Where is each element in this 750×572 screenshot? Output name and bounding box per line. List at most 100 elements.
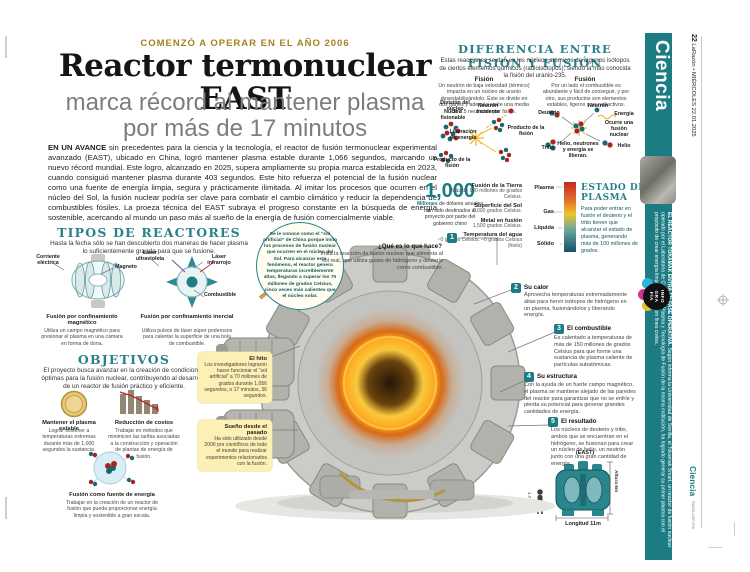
callout-5-title: El resultado	[561, 418, 597, 425]
edition-date: 22 LaRazón • MIÉRCOLES 22.01.2025	[690, 34, 697, 204]
callout-3-badge: 3	[554, 324, 564, 334]
callout-2-text: Aprovecha temperaturas extremadamente al…	[524, 292, 628, 319]
scale-row: Fusión de la Tierra Más de 100 millones …	[436, 183, 522, 201]
label-combustible: Combustible	[203, 292, 237, 298]
hito-title: El hito	[249, 356, 267, 362]
fusion-title: Fusión	[574, 76, 596, 83]
callout-1-title: ¿Qué es lo que hace?	[378, 243, 442, 250]
east-cross-section	[555, 461, 611, 516]
callout-2-title: Su calor	[524, 284, 549, 291]
scale-row: Temperatura del agua ~0 grados Celsius. …	[436, 232, 522, 250]
callout-1-badge: 1	[447, 233, 457, 243]
objetivo-1-text: Lograr sostener a temperaturas extremas …	[42, 428, 96, 454]
callout-3-text: Es calentado a temperaturas de más de 15…	[554, 335, 633, 369]
billion-figure: 1,000 Millones de dólares anuales han si…	[414, 181, 486, 227]
scale-row-desc: Más de 100 millones de grados Celsius.	[451, 188, 522, 201]
scale-row-name: Metal en fusión	[480, 218, 522, 224]
sueno-note: Sueño desde el pasado Ha sido utilizado …	[198, 420, 272, 472]
sidebar-note-lead: EL REACTOR TOKAMAK ENTRA EN FASE OPERATI…	[666, 212, 672, 347]
label-nucleo-fisionable: Núcleo fisionable	[440, 109, 466, 121]
sol-artificial-text: Se le conoce como el “sol artificial” de…	[263, 231, 337, 300]
tipos-iner-title: Fusión por confinamiento inercial	[140, 314, 234, 320]
crop-mark	[708, 547, 722, 548]
callout-2-badge: 2	[511, 283, 521, 293]
diferencia-intro: Estas reacciones se dan en los núcleos a…	[439, 57, 631, 80]
sidebar-footer: Ciencia razon.com.mx	[684, 466, 702, 546]
objetivo-3-title: Fusión como fuente de energía	[69, 492, 155, 498]
label-ocurre-fusion: Ocurre una fusión nuclear	[604, 120, 634, 138]
label-helio: Helio	[617, 143, 631, 149]
east-height-label: Altura 6m	[613, 470, 618, 493]
scale-row-desc: ~0 grados Celsius. –0 grados Celsius (hi…	[437, 237, 522, 250]
infografia-badge: INFO GRA FÍA	[638, 278, 673, 316]
tipos-subtitle: Hasta la fecha sólo se han descubierto d…	[50, 240, 248, 255]
person-height-label: 1.7m	[527, 492, 532, 503]
section-title-tipos: TIPOS DE REACTORES	[57, 225, 241, 240]
sidebar-note: EL REACTOR TOKAMAK ENTRA EN FASE OPERATI…	[645, 212, 672, 548]
scale-row: Superficie del Sol 6,000 grados Celsius.	[436, 203, 522, 215]
sueno-title: Sueño desde el pasado	[224, 424, 267, 436]
scale-row-desc: 1,500 grados Celsius.	[472, 223, 522, 230]
label-producto-fision-1: Producto de la fisión	[507, 125, 545, 137]
inertial-diagram-icon	[166, 256, 218, 308]
column-rule	[701, 36, 702, 528]
label-energia: Energía	[614, 111, 634, 117]
objetivo-3-text: Trabajar en la creación de un reactor de…	[65, 500, 159, 519]
tipos-mag-text: Utiliza un campo magnético para presiona…	[41, 328, 123, 347]
scale-row-name: Temperatura del agua	[463, 232, 522, 238]
print-edge-mark	[5, 36, 7, 58]
east-label: (EAST)	[575, 450, 595, 456]
scale-row-desc: 6,000 grados Celsius.	[472, 208, 522, 215]
callout-1-text: Imita la reacción de fusión nuclear que …	[320, 251, 443, 271]
fision-text: Un neutrón de baja velocidad (térmico) i…	[438, 83, 530, 115]
intro-lead: EN UN AVANCE	[48, 143, 107, 152]
subtitle-line-2: por más de 17 minutos	[122, 115, 368, 142]
tipos-iner-text: Utiliza pulsos de láser súper poderosos …	[141, 328, 233, 347]
label-division-nucleo: División del núcleo	[440, 100, 470, 112]
intro-text: sin precedentes para la ciencia y la tec…	[48, 143, 437, 222]
section-name: Ciencia	[651, 40, 672, 112]
atom-icon	[88, 451, 136, 487]
scale-row-name: Fusión de la Tierra	[471, 183, 522, 189]
billion-rest: de dólares anuales han sido destinados a…	[424, 201, 484, 227]
tokamak-diagram-icon	[71, 254, 125, 308]
crop-mark	[734, 522, 735, 536]
estado-title-1: ESTADO DE	[581, 183, 646, 193]
objetivos-intro: El proyecto busca avanzar en la creación…	[41, 367, 207, 390]
page-number: 22	[690, 34, 697, 42]
page-title: Reactor termonuclear EAST	[58, 48, 432, 117]
label-magneto: Magneto	[115, 264, 137, 270]
state-gas: Gas	[543, 209, 554, 215]
sidebar-note-text: Según informa la Universidad de Sevilla,…	[652, 212, 672, 548]
fission-fusion-diagram	[438, 107, 617, 164]
tipos-mag-title: Fusión por confinamiento magnético	[46, 314, 118, 327]
footer-url: razon.com.mx	[691, 500, 696, 529]
callout-5-badge: 5	[548, 417, 558, 427]
kicker: COMENZÓ A OPERAR EN EL AÑO 2006	[140, 38, 350, 49]
label-laser-infrarrojo: Láser infrarrojo	[207, 254, 231, 266]
section-title-diferencia: DIFERENCIA ENTRE FISIÓN Y FUSIÓN	[458, 42, 612, 70]
fusion-text: Por un lado el combustible es abundante …	[542, 83, 630, 109]
coin-icon	[60, 390, 88, 418]
label-neutron: Neutrón	[587, 103, 609, 109]
cost-chart-icon	[119, 390, 159, 414]
callout-4-text: Con la ayuda de un fuerte campo magnétic…	[524, 382, 636, 416]
callout-4-badge: 4	[524, 372, 534, 382]
footer-section: Ciencia	[688, 466, 698, 497]
label-producto-fision-2: Producto de la fisión	[433, 157, 471, 169]
label-corriente-electrica: Corriente eléctrica	[36, 254, 60, 266]
intro-paragraph: EN UN AVANCE sin precedentes para la cie…	[48, 143, 437, 223]
label-neutron-incidente: Neutrón incidente	[476, 103, 500, 115]
label-helio-neutrones: Helio, neutrones y energía se liberan.	[557, 141, 599, 159]
scale-row: Metal en fusión 1,500 grados Celsius.	[436, 218, 522, 230]
east-length-label: Longitud 11m	[565, 521, 601, 527]
hito-note: El hito Los investigadores lograron hace…	[198, 352, 272, 404]
state-plasma: Plasma	[534, 185, 554, 191]
subtitle-line-1: marca récord al mantener plasma	[65, 89, 425, 116]
label-deuterio: Deuterio	[538, 110, 560, 116]
scale-row-name: Superficie del Sol	[474, 203, 522, 209]
sueno-text: Ha sido utilizado desde 2006 por científ…	[204, 436, 267, 467]
cyan-dot-icon	[642, 278, 653, 289]
